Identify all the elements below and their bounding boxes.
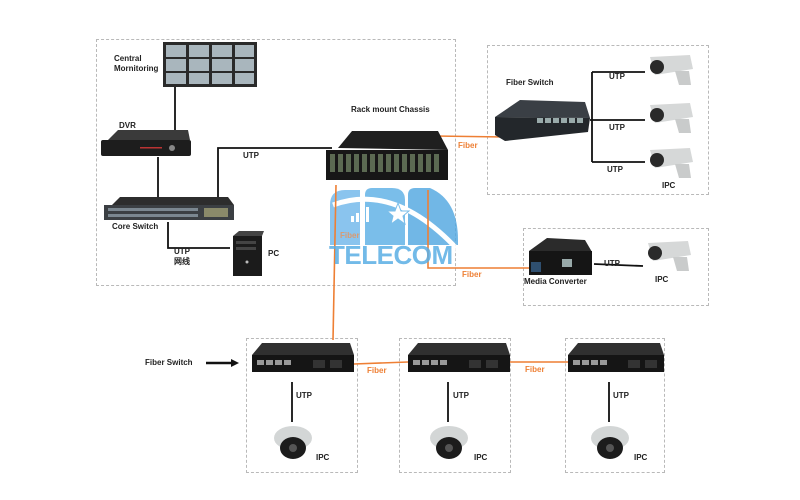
bullet-camera-1-icon <box>650 55 693 85</box>
telecom-logo-icon <box>330 188 460 252</box>
video-wall-icon <box>163 42 257 87</box>
link-chain-1 <box>353 361 409 365</box>
central-monitoring-label-2: Mornitoring <box>114 64 159 73</box>
rack-chassis-icon <box>326 131 448 180</box>
ipc-label-bottom-3: IPC <box>634 453 648 462</box>
utp-links <box>157 71 645 422</box>
pc-icon <box>233 231 264 276</box>
rack-chassis-label: Rack mount Chassis <box>351 105 430 114</box>
utp-converter-cam-label: UTP <box>604 259 620 268</box>
utp-core-rack-label: UTP <box>243 151 259 160</box>
pc-label: PC <box>268 249 280 258</box>
utp-switch-cam3-label: UTP <box>607 165 623 174</box>
fiber-rack-converter-label: Fiber <box>462 270 482 279</box>
link-rack-converter <box>427 190 530 269</box>
link-rack-bottom <box>332 184 337 341</box>
fiber-switch-bottom-1-icon <box>252 343 354 372</box>
link-core-rack <box>217 147 332 197</box>
zone-bottom-1 <box>246 338 358 473</box>
link-core-pc <box>167 222 230 249</box>
dome-camera-1-icon <box>274 426 312 459</box>
arrow-right-icon <box>206 359 239 367</box>
ipc-label-top: IPC <box>662 181 676 190</box>
zone-bottom-2 <box>399 338 511 473</box>
dome-camera-2-icon <box>430 426 468 459</box>
fiber-switch-top-icon <box>495 100 590 141</box>
fiber-switch-pointer-label: Fiber Switch <box>145 358 193 367</box>
zone-bottom-3 <box>565 338 665 473</box>
ipc-label-bottom-2: IPC <box>474 453 488 462</box>
fiber-rack-switch-label: Fiber <box>458 141 478 150</box>
utp-bottom-3-label: UTP <box>613 391 629 400</box>
utp-bottom-2-label: UTP <box>453 391 469 400</box>
watermark-big-text: TELECOM <box>329 240 453 270</box>
dvr-icon <box>101 130 191 156</box>
media-converter-label: Media Converter <box>524 277 587 286</box>
core-switch-icon <box>104 197 234 220</box>
fiber-switch-bottom-2-icon <box>408 343 510 372</box>
ipc-label-converter: IPC <box>655 275 669 284</box>
ipc-label-bottom-1: IPC <box>316 453 330 462</box>
media-converter-icon <box>529 238 592 275</box>
fiber-chain-1-label: Fiber <box>367 366 387 375</box>
utp-switch-cam2-label: UTP <box>609 123 625 132</box>
fiber-links <box>332 135 570 365</box>
utp-switch-cam1-label: UTP <box>609 72 625 81</box>
link-converter-cam <box>593 263 644 267</box>
link-rack-fiberswitch <box>433 135 506 138</box>
central-monitoring-label-1: Central <box>114 54 142 63</box>
watermark-small-text: Fiber <box>340 231 360 240</box>
bullet-camera-2-icon <box>650 103 693 133</box>
utp-core-pc-label: UTP <box>174 247 190 256</box>
fiber-chain-2-label: Fiber <box>525 365 545 374</box>
dome-camera-3-icon <box>591 426 629 459</box>
bullet-camera-4-icon <box>648 241 691 271</box>
zone-media-converter <box>523 228 709 306</box>
core-switch-label: Core Switch <box>112 222 159 231</box>
zone-core <box>96 39 456 286</box>
utp-bottom-1-label: UTP <box>296 391 312 400</box>
zone-fiber-switch <box>487 45 709 195</box>
dvr-label: DVR <box>119 121 136 130</box>
bullet-camera-3-icon <box>650 148 693 178</box>
utp-core-pc-cn-label: 网线 <box>174 257 190 266</box>
fiber-switch-bottom-3-icon <box>568 343 664 372</box>
fiber-switch-top-label: Fiber Switch <box>506 78 554 87</box>
